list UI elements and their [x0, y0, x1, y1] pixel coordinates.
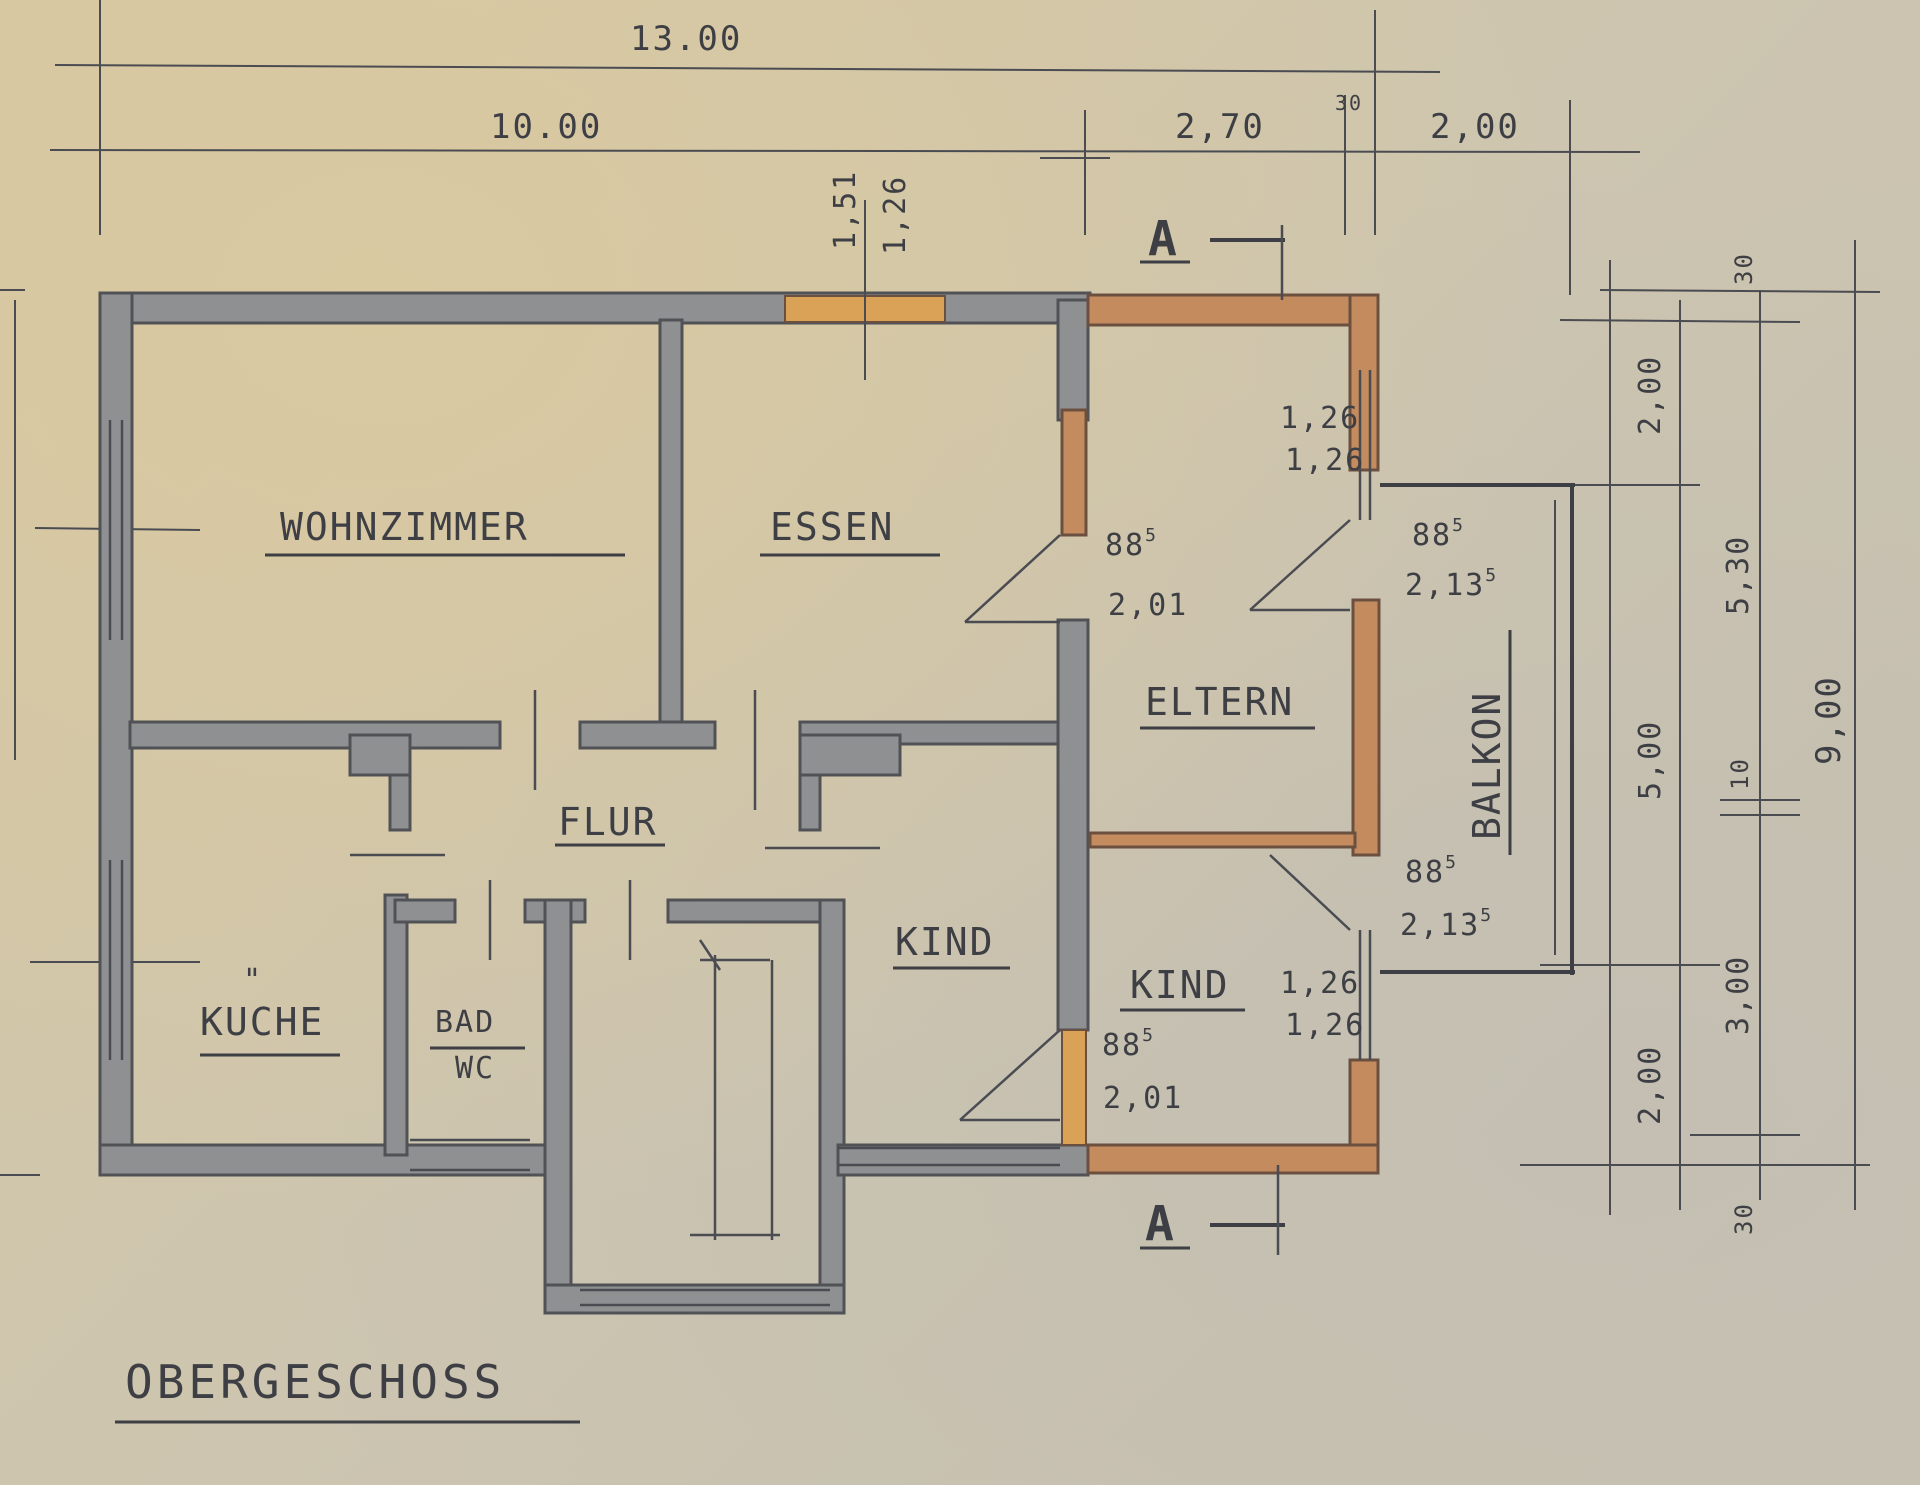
room-label-kind-1: KIND [895, 920, 995, 964]
dim-window-eltern-top: 1,26 [1280, 401, 1360, 436]
dim-door-kind-height: 2,01 [1103, 1081, 1183, 1116]
dim-door-balkon-height: 2,135 [1405, 565, 1498, 603]
dim-right-900: 9,00 [1809, 675, 1849, 765]
dim-width-segment-3: 30 [1335, 91, 1363, 115]
dim-window-essen-bottom: 1,26 [878, 175, 913, 255]
balcony-outline [1380, 483, 1575, 975]
dim-right-bottom-30: 30 [1730, 1202, 1758, 1235]
dim-door-kind-balkon-height: 2,135 [1400, 905, 1493, 943]
stair [690, 939, 780, 1240]
room-label-wc: WC [455, 1051, 495, 1086]
dim-width-segment-2: 2,70 [1175, 107, 1265, 147]
dim-right-200-bottom: 2,00 [1633, 1045, 1668, 1125]
dim-window-essen-top: 1,51 [828, 170, 863, 250]
dim-right-530: 5,30 [1721, 535, 1756, 615]
room-label-essen: ESSEN [770, 505, 894, 549]
dim-door-eltern-height: 2,01 [1108, 588, 1188, 623]
dim-right-200-top: 2,00 [1633, 355, 1668, 435]
dim-overall-width: 13.00 [630, 19, 742, 59]
dim-door-balkon-width: 885 [1412, 515, 1465, 553]
windows [108, 200, 1372, 1307]
top-dimension-lines [49, 0, 1641, 295]
dim-right-top-30: 30 [1730, 252, 1758, 285]
dim-right-500: 5,00 [1633, 720, 1668, 800]
dim-right-10: 10 [1726, 757, 1754, 790]
room-label-flur: FLUR [558, 800, 658, 844]
dim-right-300: 3,00 [1721, 955, 1756, 1035]
dim-door-kind-balkon-width: 885 [1405, 852, 1458, 890]
room-label-eltern: ELTERN [1145, 680, 1294, 724]
dim-door-kind-width: 885 [1102, 1025, 1155, 1063]
dim-window-kind-bottom: 1,26 [1285, 1008, 1365, 1043]
door-swings [350, 519, 1351, 1122]
room-label-kind-2: KIND [1130, 963, 1230, 1007]
dim-window-kind-top: 1,26 [1280, 966, 1360, 1001]
room-label-kueche: KUCHE [200, 1000, 324, 1044]
dim-width-segment-4: 2,00 [1430, 107, 1520, 147]
section-marks [1140, 225, 1285, 1255]
plan-title: OBERGESCHOSS [125, 1355, 505, 1409]
room-label-wohnzimmer: WOHNZIMMER [280, 505, 529, 549]
room-label-bad: BAD [435, 1005, 495, 1040]
dim-width-segment-1: 10.00 [490, 107, 602, 147]
section-mark-bottom: A [1145, 1196, 1176, 1252]
dim-door-eltern-width: 885 [1105, 525, 1158, 563]
label-underlines [115, 553, 1512, 1424]
new-walls [784, 293, 1381, 1175]
section-mark-top: A [1148, 211, 1179, 267]
walls [98, 291, 1092, 1315]
room-label-kueche-umlaut: " [243, 963, 263, 998]
dim-window-eltern-bottom: 1,26 [1285, 443, 1365, 478]
room-label-balkon: BALKON [1465, 691, 1509, 840]
